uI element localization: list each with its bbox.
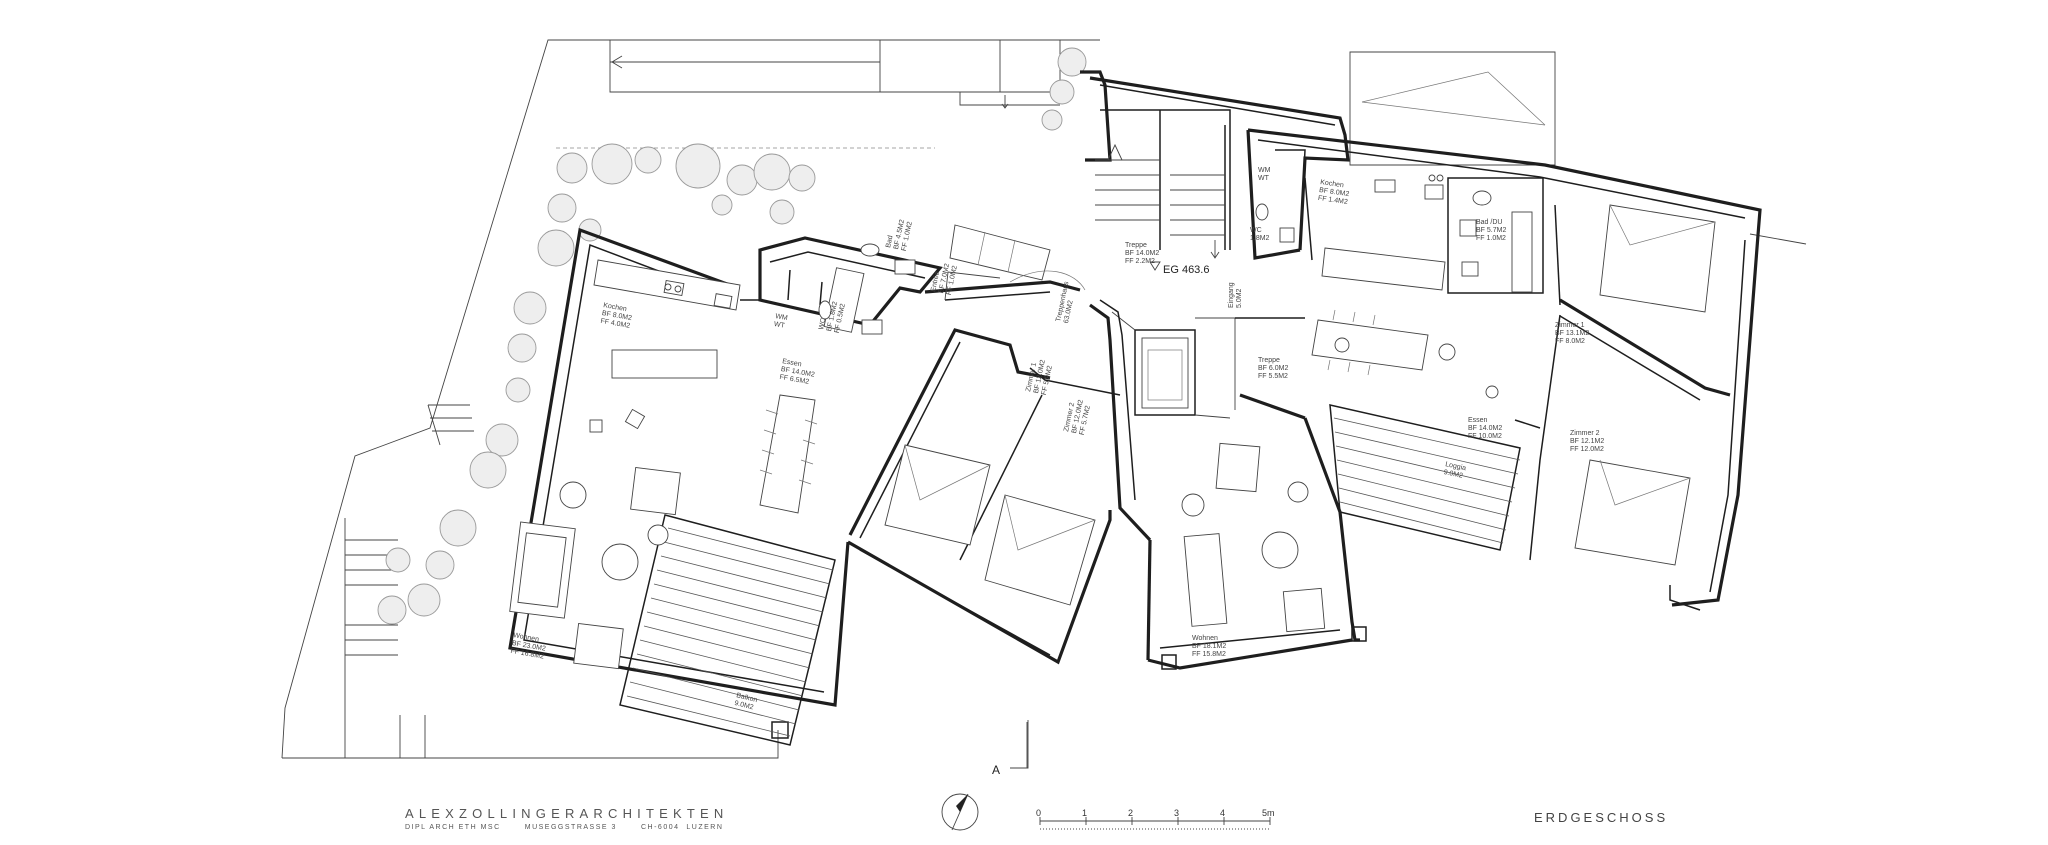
left-unit-furniture bbox=[509, 224, 1096, 670]
svg-text:Loggia9.0M2: Loggia9.0M2 bbox=[1443, 461, 1467, 480]
room-wohnen-right-name: Wohnen bbox=[1192, 635, 1218, 642]
room-balkon-left-name: Balkon bbox=[736, 692, 759, 704]
north-arrow-icon bbox=[941, 793, 979, 831]
svg-text:Balkon9.0M2: Balkon9.0M2 bbox=[734, 692, 759, 712]
scale-tick-5: 5m bbox=[1262, 808, 1275, 818]
room-bad-dusche-name: Bad /DU bbox=[1476, 219, 1502, 226]
svg-text:WMWT: WMWT bbox=[773, 313, 788, 330]
scale-tick-4: 4 bbox=[1220, 808, 1225, 818]
svg-text:Zimmer 1BF 12.0M2FF 5.9M2: Zimmer 1BF 12.0M2FF 5.9M2 bbox=[1025, 357, 1055, 395]
scale-tick-3: 3 bbox=[1174, 808, 1179, 818]
svg-text:WMWT: WMWT bbox=[1258, 167, 1271, 182]
office-address: DIPL ARCH ETH MSC MUSEGGSTRASSE 3 CH-600… bbox=[405, 824, 724, 831]
section-marker-label: A bbox=[992, 763, 1000, 777]
svg-text:WohnenBF 23.0M2FF 16.8M2: WohnenBF 23.0M2FF 16.8M2 bbox=[510, 632, 548, 661]
office-name: ALEXZOLLINGERARCHITEKTEN bbox=[405, 806, 729, 821]
scale-bar: 0 1 2 3 4 5m bbox=[1036, 808, 1275, 830]
level-triangle-icon bbox=[1149, 261, 1161, 271]
svg-text:EssenBF 14.0M2FF 10.0M2: EssenBF 14.0M2FF 10.0M2 bbox=[1468, 417, 1502, 440]
room-wohnen-left-name: Wohnen bbox=[513, 632, 540, 643]
room-kochen-right-name: Kochen bbox=[1320, 179, 1345, 189]
room-entree-name: Entrée bbox=[930, 271, 941, 293]
svg-text:EssenBF 14.0M2FF 6.5M2: EssenBF 14.0M2FF 6.5M2 bbox=[779, 358, 817, 387]
room-wc-left-name: WC bbox=[818, 318, 827, 331]
svg-text:Eingang5.0M2: Eingang5.0M2 bbox=[1228, 282, 1243, 308]
scale-tick-2: 2 bbox=[1128, 808, 1133, 818]
room-wc-right-name: WC bbox=[1250, 227, 1262, 234]
site-outline bbox=[281, 39, 1807, 769]
room-eingang-name: Eingang bbox=[1228, 282, 1235, 308]
svg-text:Treppenhaus63.0M2: Treppenhaus63.0M2 bbox=[1055, 280, 1078, 324]
room-zimmer1-right-name: Zimmer 1 bbox=[1555, 322, 1585, 329]
room-essen-right-name: Essen bbox=[1468, 417, 1488, 424]
scale-tick-1: 1 bbox=[1082, 808, 1087, 818]
room-bad-left-name: Bad bbox=[885, 235, 894, 249]
room-loggia-name: Loggia bbox=[1445, 461, 1467, 472]
stair-core bbox=[1080, 70, 1350, 542]
section-marker: A bbox=[992, 722, 1028, 777]
left-unit-walls bbox=[508, 227, 1121, 746]
room-zimmer2-right-name: Zimmer 2 bbox=[1570, 430, 1600, 437]
svg-text:BadBF 4.5M2FF 1.0M2: BadBF 4.5M2FF 1.0M2 bbox=[885, 217, 914, 252]
svg-text:KochenBF 8.0M2FF 4.0M2: KochenBF 8.0M2FF 4.0M2 bbox=[600, 302, 634, 330]
landscape-trees bbox=[377, 47, 1087, 625]
level-label: EG 463.6 bbox=[1163, 264, 1209, 276]
balkon-hatch-left bbox=[626, 527, 834, 737]
svg-text:WC1.8M2: WC1.8M2 bbox=[1250, 227, 1270, 242]
room-essen-left-name: Essen bbox=[782, 358, 802, 368]
svg-text:Zimmer 2BF 12.0M2FF 5.7M2: Zimmer 2BF 12.0M2FF 5.7M2 bbox=[1063, 397, 1093, 435]
right-unit-walls bbox=[1146, 128, 1762, 670]
sheet-title: ERDGESCHOSS bbox=[1534, 810, 1669, 825]
svg-text:KochenBF 8.0M2FF 1.4M2: KochenBF 8.0M2FF 1.4M2 bbox=[1317, 179, 1350, 206]
room-treppe-mid-name: Treppe bbox=[1258, 357, 1280, 364]
scale-tick-0: 0 bbox=[1036, 808, 1041, 818]
right-unit-furniture bbox=[1181, 174, 1716, 633]
room-kochen-left-name: Kochen bbox=[603, 302, 628, 313]
room-labels: KochenBF 8.0M2FF 4.0M2 EssenBF 14.0M2FF … bbox=[510, 167, 1604, 712]
room-wm-left-name: WM bbox=[775, 313, 789, 322]
room-treppe-top-name: Treppe bbox=[1125, 242, 1147, 249]
room-wm-right-name: WM bbox=[1258, 167, 1271, 174]
loggia-hatch bbox=[1333, 417, 1521, 544]
